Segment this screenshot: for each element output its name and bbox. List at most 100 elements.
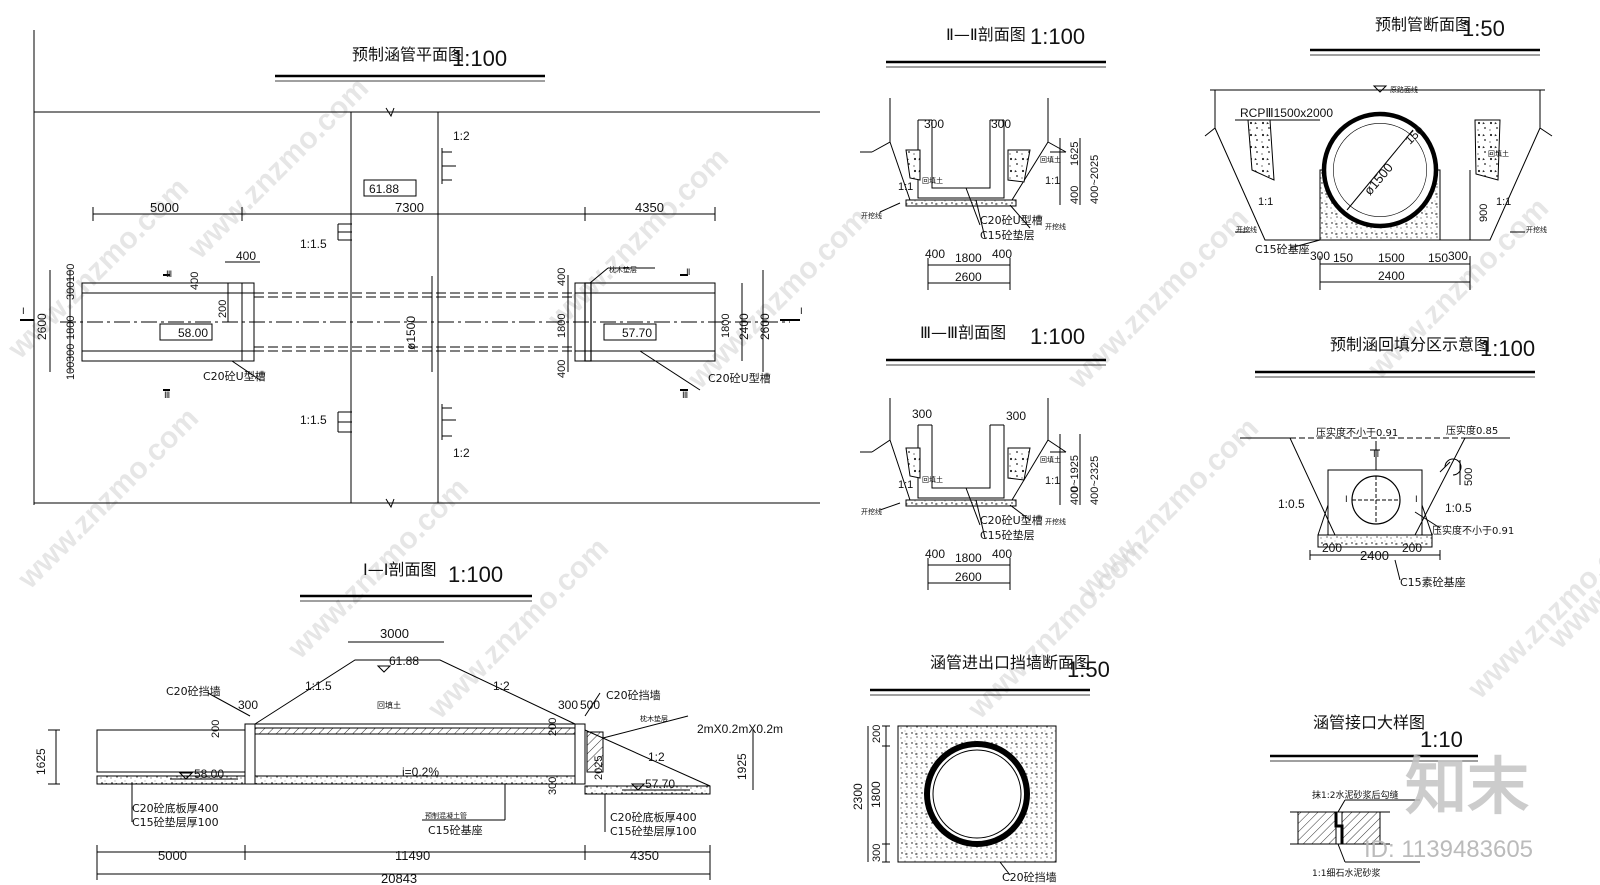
watermark-id: ID: 1139483605 <box>1364 836 1533 863</box>
plan-dim-300-top: 300 <box>65 282 77 300</box>
sec22-label-cushion: C15砼垫层 <box>980 228 1035 242</box>
section-1-1-text: Ⅰ—Ⅰ剖面图 1:100 3000 300 200 1625 300 500 2… <box>34 560 783 885</box>
joint-label-mortar: 抹1:2水泥砂浆后勾缝 <box>1312 789 1399 801</box>
plan-label-sleeper: 枕木垫层 <box>609 265 637 274</box>
sec11-elev-58-00: 58.00 <box>194 767 224 781</box>
pipesec-slope-left: 1:1 <box>1258 196 1273 208</box>
section-3-3 <box>860 398 1081 590</box>
backfill-dim-200-right: 200 <box>1402 541 1422 555</box>
joint-detail <box>1290 799 1420 863</box>
sec11-label-backfill: 回填土 <box>377 700 401 710</box>
sec11-scale: 1:100 <box>448 562 503 587</box>
sec11-slope-outlet: 1:2 <box>648 750 665 764</box>
sec33-dim-2600: 2600 <box>955 570 982 584</box>
watermark-text: www.znzmo.com <box>1061 202 1255 396</box>
plan-dim-2600-left: 2600 <box>35 313 49 340</box>
sec11-dim-1625: 1625 <box>34 748 48 775</box>
pipesec-label-backfill: 回填土 <box>1488 149 1509 158</box>
backfill-dim-2400: 2400 <box>1360 548 1389 563</box>
sec22-dim-300-left: 300 <box>924 117 944 131</box>
wall-label-c20: C20砼挡墙 <box>1002 870 1057 884</box>
brand-watermark: 知末 ID: 1139483605 <box>1364 750 1533 863</box>
backfill-title: 预制涵回填分区示意图 <box>1330 335 1490 354</box>
backfill-label-base: C15素砼基座 <box>1400 575 1466 589</box>
plan-dim-400-vert: 400 <box>189 272 201 290</box>
plan-dim-7300: 7300 <box>395 200 424 215</box>
plan-dim-1800-left: 1800 <box>65 316 77 340</box>
section-1-1 <box>48 641 754 880</box>
sec33-dim-range-a: 0~1925 <box>1069 455 1081 492</box>
sec11-elev-61-88: 61.88 <box>389 654 419 668</box>
plan-dim-100-bottom: 100 <box>65 362 77 380</box>
sec33-dim-1800: 1800 <box>955 551 982 565</box>
sec22-slope-left: 1:1 <box>898 181 913 193</box>
pipesec-dim-900: 900 <box>1478 204 1490 222</box>
plan-dim-2400: 2400 <box>737 313 751 340</box>
backfill-scale: 1:100 <box>1480 336 1535 361</box>
sec11-title: Ⅰ—Ⅰ剖面图 <box>363 560 436 579</box>
backfill-zone-i-right: Ⅰ <box>1415 494 1418 504</box>
sec11-dim-200-left: 200 <box>210 720 222 738</box>
sec33-label-backfill-left: 回填土 <box>922 475 943 484</box>
sec11-dim-300-left: 300 <box>238 698 258 712</box>
sec33-dim-400-vert: 400 <box>1069 487 1081 505</box>
plan-section-mark-iii-c: Ⅲ <box>682 390 688 400</box>
backfill-label-compact-091-top: 压实度不小于0.91 <box>1316 426 1398 439</box>
sec11-label-slab-right: C20砼底板厚400 <box>610 810 697 824</box>
backfill-label-compact-091-side: 压实度不小于0.91 <box>1432 524 1514 537</box>
pipesec-label-road: 原路面线 <box>1390 85 1418 94</box>
sec33-label-cushion: C15砼垫层 <box>980 528 1035 542</box>
pipesec-dim-1500: 1500 <box>1378 251 1405 265</box>
sec11-dim-5000: 5000 <box>158 848 187 863</box>
joint-label-fine-mortar: 1:1细石水泥砂浆 <box>1312 867 1381 879</box>
sec22-dim-1800: 1800 <box>955 251 982 265</box>
sec33-slope-right: 1:1 <box>1045 475 1060 487</box>
backfill-zones-text: 预制涵回填分区示意图 1:100 压实度不小于0.91 压实度0.85 压实度不… <box>1255 335 1535 589</box>
sec11-label-sleeper-size: 2mX0.2mX0.2m <box>697 722 783 736</box>
pipesec-title: 预制管断面图 <box>1375 15 1471 34</box>
sec11-label-cushion-right: C15砼垫层厚100 <box>610 824 697 838</box>
pipe-section <box>1204 85 1553 290</box>
sec11-dim-20843: 20843 <box>381 871 417 885</box>
sec22-dim-400-left: 400 <box>925 247 945 261</box>
sec22-dim-1625: 1625 <box>1069 142 1081 166</box>
section-3-3-text: Ⅲ—Ⅲ剖面图 1:100 300 300 0~1925 400~2325 400… <box>861 323 1106 584</box>
joint-title: 涵管接口大样图 <box>1313 713 1425 732</box>
wall-dim-200-top: 200 <box>871 725 883 743</box>
wall-title: 涵管进出口挡墙断面图 <box>930 653 1090 672</box>
plan-dim-2600-right: 2600 <box>758 313 772 340</box>
plan-elev-57-70: 57.70 <box>622 326 652 340</box>
sec33-dim-400-left: 400 <box>925 547 945 561</box>
watermark-text: www.znzmo.com <box>11 402 205 596</box>
sec11-gradient: i=0.2% <box>402 765 439 779</box>
sec11-dim-3000: 3000 <box>380 626 409 641</box>
sec33-slope-left: 1:1 <box>898 479 913 491</box>
watermark-text: www.znzmo.com <box>681 202 875 396</box>
sec22-scale: 1:100 <box>1030 24 1085 49</box>
sec22-dim-300-right: 300 <box>991 117 1011 131</box>
sec11-slope-right: 1:2 <box>493 679 510 693</box>
plan-section-mark-iii-b: Ⅲ <box>164 390 170 400</box>
plan-slope-left-lower: 1:1.5 <box>300 413 327 427</box>
sec33-label-excav-right: 开挖线 <box>1045 517 1066 526</box>
plan-title: 预制涵管平面图 <box>352 45 464 64</box>
plan-text: 预制涵管平面图 1:100 5000 7300 4350 400 400 300… <box>22 45 803 460</box>
sec33-dim-range-b: 400~2325 <box>1089 456 1101 505</box>
watermark-text: www.znzmo.com <box>181 72 375 266</box>
wall-dim-1800: 1800 <box>869 781 883 808</box>
inlet-wall-text: 涵管进出口挡墙断面图 1:50 200 1800 300 2300 C20砼挡墙 <box>851 653 1110 884</box>
plan-dim-400-right-top: 400 <box>556 268 568 286</box>
sec33-scale: 1:100 <box>1030 324 1085 349</box>
plan-view <box>20 30 820 509</box>
sec22-title: Ⅱ—Ⅱ剖面图 <box>946 25 1026 44</box>
sec22-label-backfill-left: 回填土 <box>922 176 943 185</box>
plan-dim-400-right-bottom: 400 <box>556 360 568 378</box>
plan-dim-5000: 5000 <box>150 200 179 215</box>
sec33-dim-300-left: 300 <box>912 407 932 421</box>
sec22-label-excav-left: 开挖线 <box>861 211 882 220</box>
sec11-label-wall-right: C20砼挡墙 <box>606 688 661 702</box>
backfill-slope-left: 1:0.5 <box>1278 497 1305 511</box>
pipesec-dim-150-left: 150 <box>1333 251 1353 265</box>
sec11-dim-300-right: 300 <box>558 698 578 712</box>
